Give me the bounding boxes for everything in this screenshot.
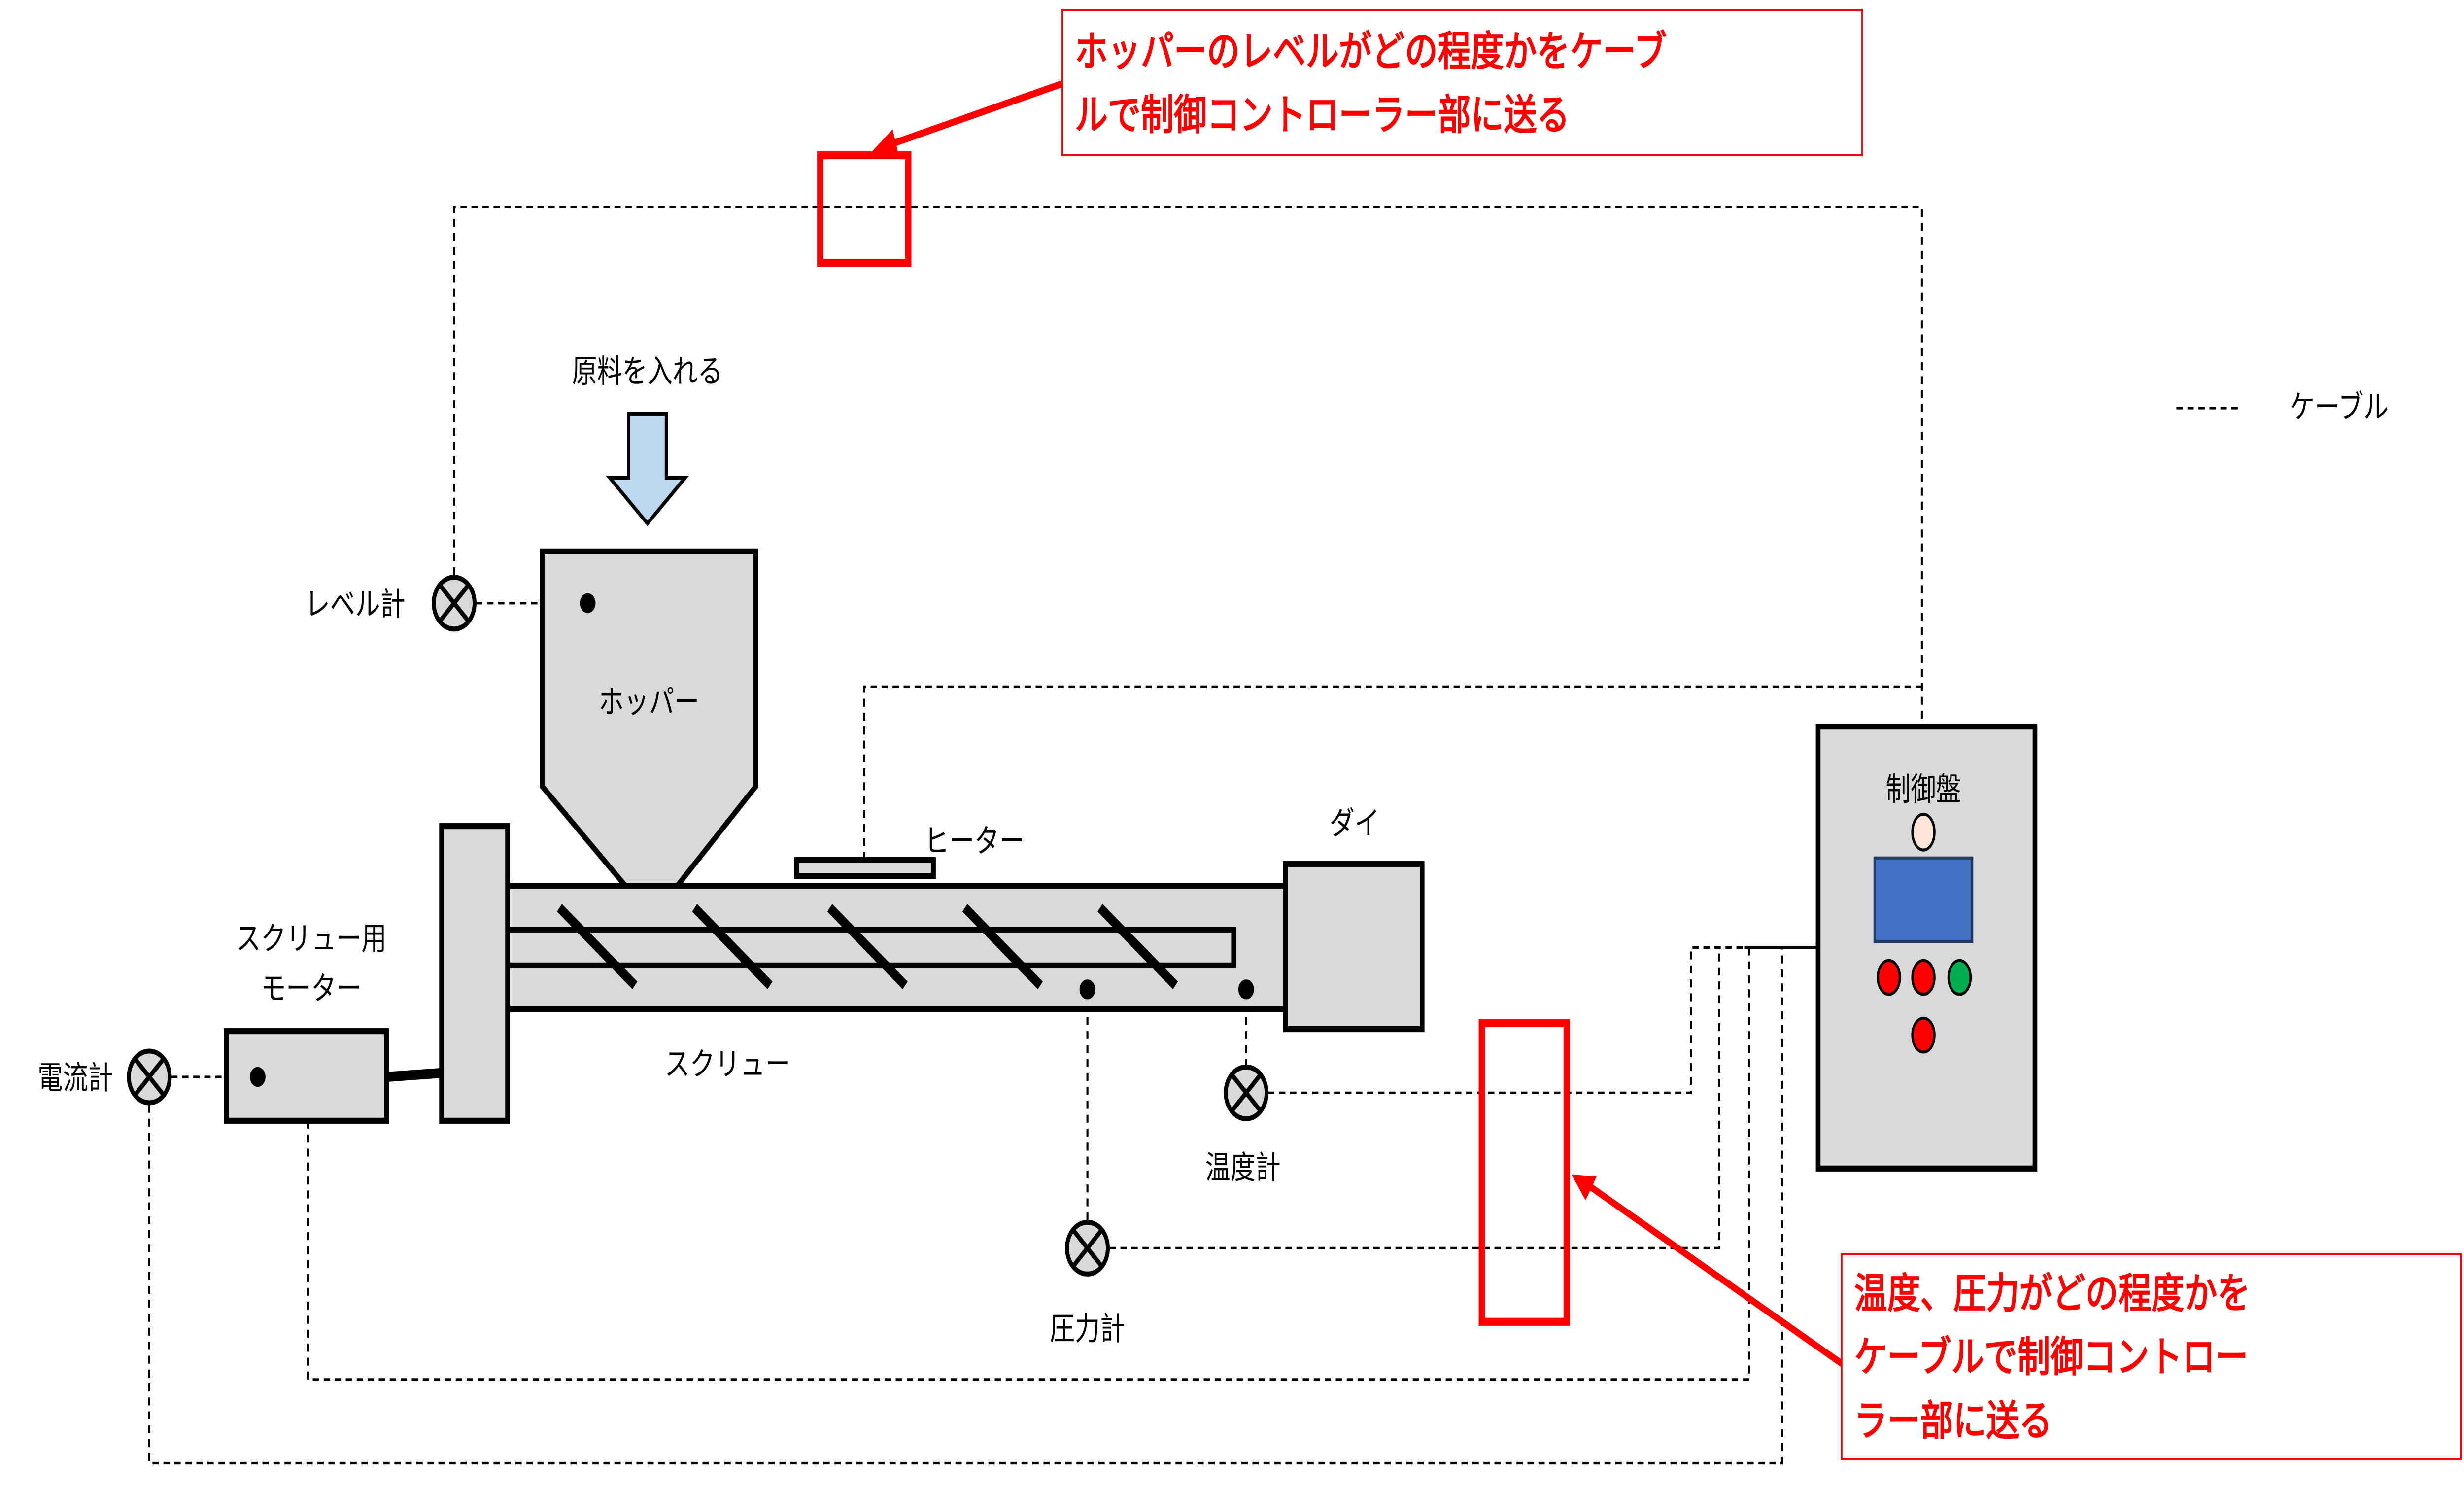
screw-motor-label-2: モーター [261, 970, 361, 1007]
pressure-sensor-dot [1079, 979, 1095, 1000]
drive-flange [439, 823, 510, 1124]
screw-flights [557, 903, 1178, 990]
motor-shaft [386, 1068, 442, 1082]
cable-motor-to-panel [307, 947, 1750, 1381]
level-gauge-label: レベル計 [305, 586, 406, 622]
red-button-1[interactable] [1877, 959, 1901, 996]
thermometer-label: 温度計 [1205, 1149, 1281, 1186]
cable-pressure-to-panel [1109, 947, 1720, 1249]
level-gauge [432, 575, 477, 632]
cable-level-to-panel [453, 206, 1923, 727]
level-sensor-dot [580, 593, 596, 613]
screw-motor-label-1: スクリュー用 [236, 920, 386, 957]
cables [148, 206, 1923, 1465]
down-arrow-icon [606, 412, 689, 526]
legend-cable-label: ケーブル [2290, 388, 2389, 425]
pressure-gauge-label: 圧力計 [1050, 1310, 1125, 1347]
die-label: ダイ [1330, 804, 1380, 841]
red-button-3[interactable] [1911, 1016, 1936, 1054]
callout-arrow-1 [887, 80, 1063, 149]
control-panel: 制御盤 [1815, 724, 2038, 1172]
callout-sensors-line3: ラー部に送る [1854, 1397, 2053, 1446]
heater [794, 857, 936, 879]
callout-hopper-line1: ホッパーのレベルがどの程度かをケーブ [1075, 28, 1667, 76]
pilot-lamp [1911, 812, 1936, 852]
highlight-hopper-cable [817, 151, 912, 267]
pressure-gauge [1065, 1219, 1110, 1277]
callout-sensors-line2: ケーブルで制御コントロー [1854, 1333, 2248, 1382]
callout-arrow-2 [1585, 1181, 1843, 1367]
callout-sensors-line1: 温度、圧力がどの程度かを [1854, 1270, 2251, 1318]
callout-box-hopper [1061, 9, 1863, 157]
heater-label: ヒーター [924, 823, 1025, 860]
legend: ケーブル [2176, 388, 2389, 426]
highlight-sensor-cables [1478, 1019, 1570, 1326]
raw-material-label: 原料を入れる [572, 353, 723, 390]
control-panel-label: 制御盤 [1886, 771, 1961, 808]
panel-screen [1873, 856, 1974, 943]
ammeter-label: 電流計 [38, 1059, 113, 1096]
callout-box-sensors [1841, 1253, 2462, 1460]
thermometer-gauge [1224, 1064, 1269, 1121]
arrowhead-icon [872, 129, 899, 156]
motor-sensor-dot [250, 1067, 266, 1087]
green-button[interactable] [1947, 959, 1972, 996]
die [1283, 861, 1425, 1033]
arrowhead-icon [1571, 1174, 1597, 1201]
screw-label: スクリュー [665, 1045, 790, 1082]
hopper-label: ホッパー [599, 683, 699, 720]
red-button-2[interactable] [1911, 959, 1936, 996]
cable-heater-to-panel [863, 685, 1922, 860]
temperature-sensor-dot [1238, 979, 1254, 1000]
ammeter-gauge [127, 1048, 172, 1106]
callout-hopper-line2: ルで制御コントローラー部に送る [1075, 91, 1570, 140]
